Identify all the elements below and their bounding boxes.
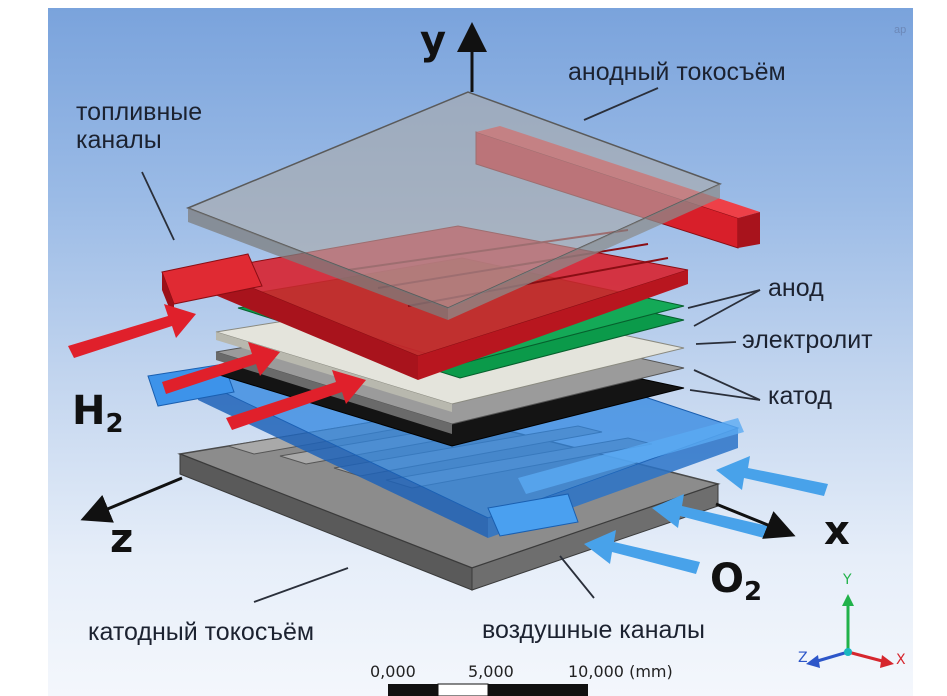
label-electrolyte: электролит bbox=[742, 326, 873, 354]
anode-collector bbox=[185, 91, 722, 320]
scale-label-5: 5,000 bbox=[468, 662, 514, 681]
label-anode-collector: анодный токосъём bbox=[568, 58, 786, 86]
axis-z-label: z bbox=[110, 516, 134, 562]
triad-x-label: X bbox=[896, 652, 906, 668]
hydrogen-label: H2 bbox=[72, 388, 124, 439]
label-cathode: катод bbox=[768, 382, 832, 410]
scale-label-10: 10,000 (mm) bbox=[568, 662, 673, 681]
corner-tag: ap bbox=[894, 24, 907, 36]
oxygen-label: O2 bbox=[710, 556, 763, 607]
label-cathode-collector: катодный токосъём bbox=[88, 618, 315, 646]
triad-z-label: Z bbox=[798, 650, 808, 666]
leader-lines bbox=[141, 87, 761, 603]
label-air-channels: воздушные каналы bbox=[482, 616, 705, 644]
label-fuel-channels: топливные каналы bbox=[76, 98, 203, 154]
axis-y-label: y bbox=[420, 18, 447, 64]
orientation-triad bbox=[806, 594, 894, 668]
label-anode: анод bbox=[768, 274, 824, 302]
triad-y-label: Y bbox=[843, 572, 852, 588]
hydrogen-inlet-arrows bbox=[68, 304, 366, 430]
scale-label-0: 0,000 bbox=[370, 662, 416, 681]
axis-x-label: x bbox=[824, 508, 850, 554]
fuel-cell-diagram bbox=[68, 22, 894, 696]
axes bbox=[80, 22, 796, 539]
diagram-viewport: анодный токосъём топливные каналы анод э… bbox=[48, 8, 913, 696]
scale-bar bbox=[388, 683, 588, 696]
oxygen-inlet-arrows bbox=[584, 456, 828, 574]
